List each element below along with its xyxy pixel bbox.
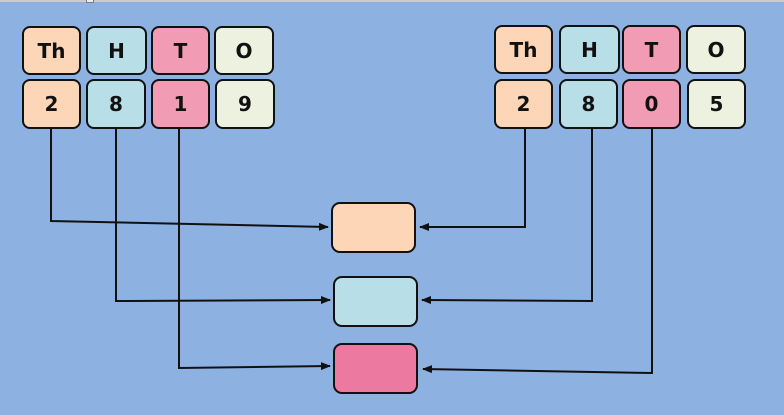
left-digit-tens: 1: [151, 79, 210, 129]
arrow-left-tens: [178, 129, 331, 371]
left-digit-thousands: 2: [22, 79, 81, 129]
arrow-left-hundreds: [115, 129, 331, 305]
window-top-border: [0, 0, 784, 2]
arrow-left-thousands: [50, 129, 329, 231]
result-box-hundreds[interactable]: [333, 276, 418, 327]
right-digit-hundreds: 8: [559, 79, 618, 129]
arrow-right-hundreds: [421, 129, 593, 305]
resize-handle[interactable]: [86, 0, 94, 3]
left-header-hundreds: H: [86, 26, 147, 75]
right-digit-thousands: 2: [494, 79, 553, 129]
right-digit-ones: 5: [687, 79, 746, 129]
left-header-ones: O: [214, 26, 274, 75]
left-header-thousands: Th: [22, 26, 81, 75]
left-digit-ones: 9: [215, 79, 275, 129]
right-header-thousands: Th: [494, 25, 553, 74]
right-digit-tens: 0: [622, 79, 681, 129]
right-header-hundreds: H: [559, 25, 620, 74]
result-box-tens[interactable]: [333, 343, 418, 394]
left-header-tens: T: [151, 26, 210, 75]
left-digit-hundreds: 8: [86, 79, 146, 129]
arrow-right-tens: [422, 129, 653, 375]
right-header-ones: O: [686, 25, 746, 74]
arrow-right-thousands: [419, 129, 526, 231]
right-header-tens: T: [622, 25, 681, 74]
result-box-thousands[interactable]: [331, 202, 416, 253]
